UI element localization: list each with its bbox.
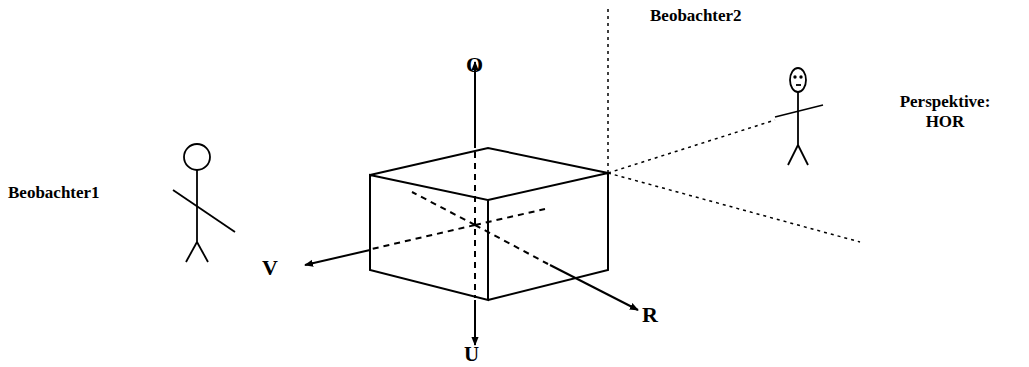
axis-label: U: [464, 342, 479, 366]
axis-label: Beobachter2: [650, 6, 742, 26]
sight-lines: [608, 5, 860, 242]
axis-label: O: [466, 52, 483, 77]
axis-label: Perspektive: HOR: [880, 92, 1010, 131]
observer-figure: [173, 68, 823, 262]
axis-label: V: [262, 255, 278, 280]
axis-label: R: [642, 302, 658, 327]
axis-label: Beobachter1: [8, 183, 100, 203]
axes: [305, 62, 638, 345]
